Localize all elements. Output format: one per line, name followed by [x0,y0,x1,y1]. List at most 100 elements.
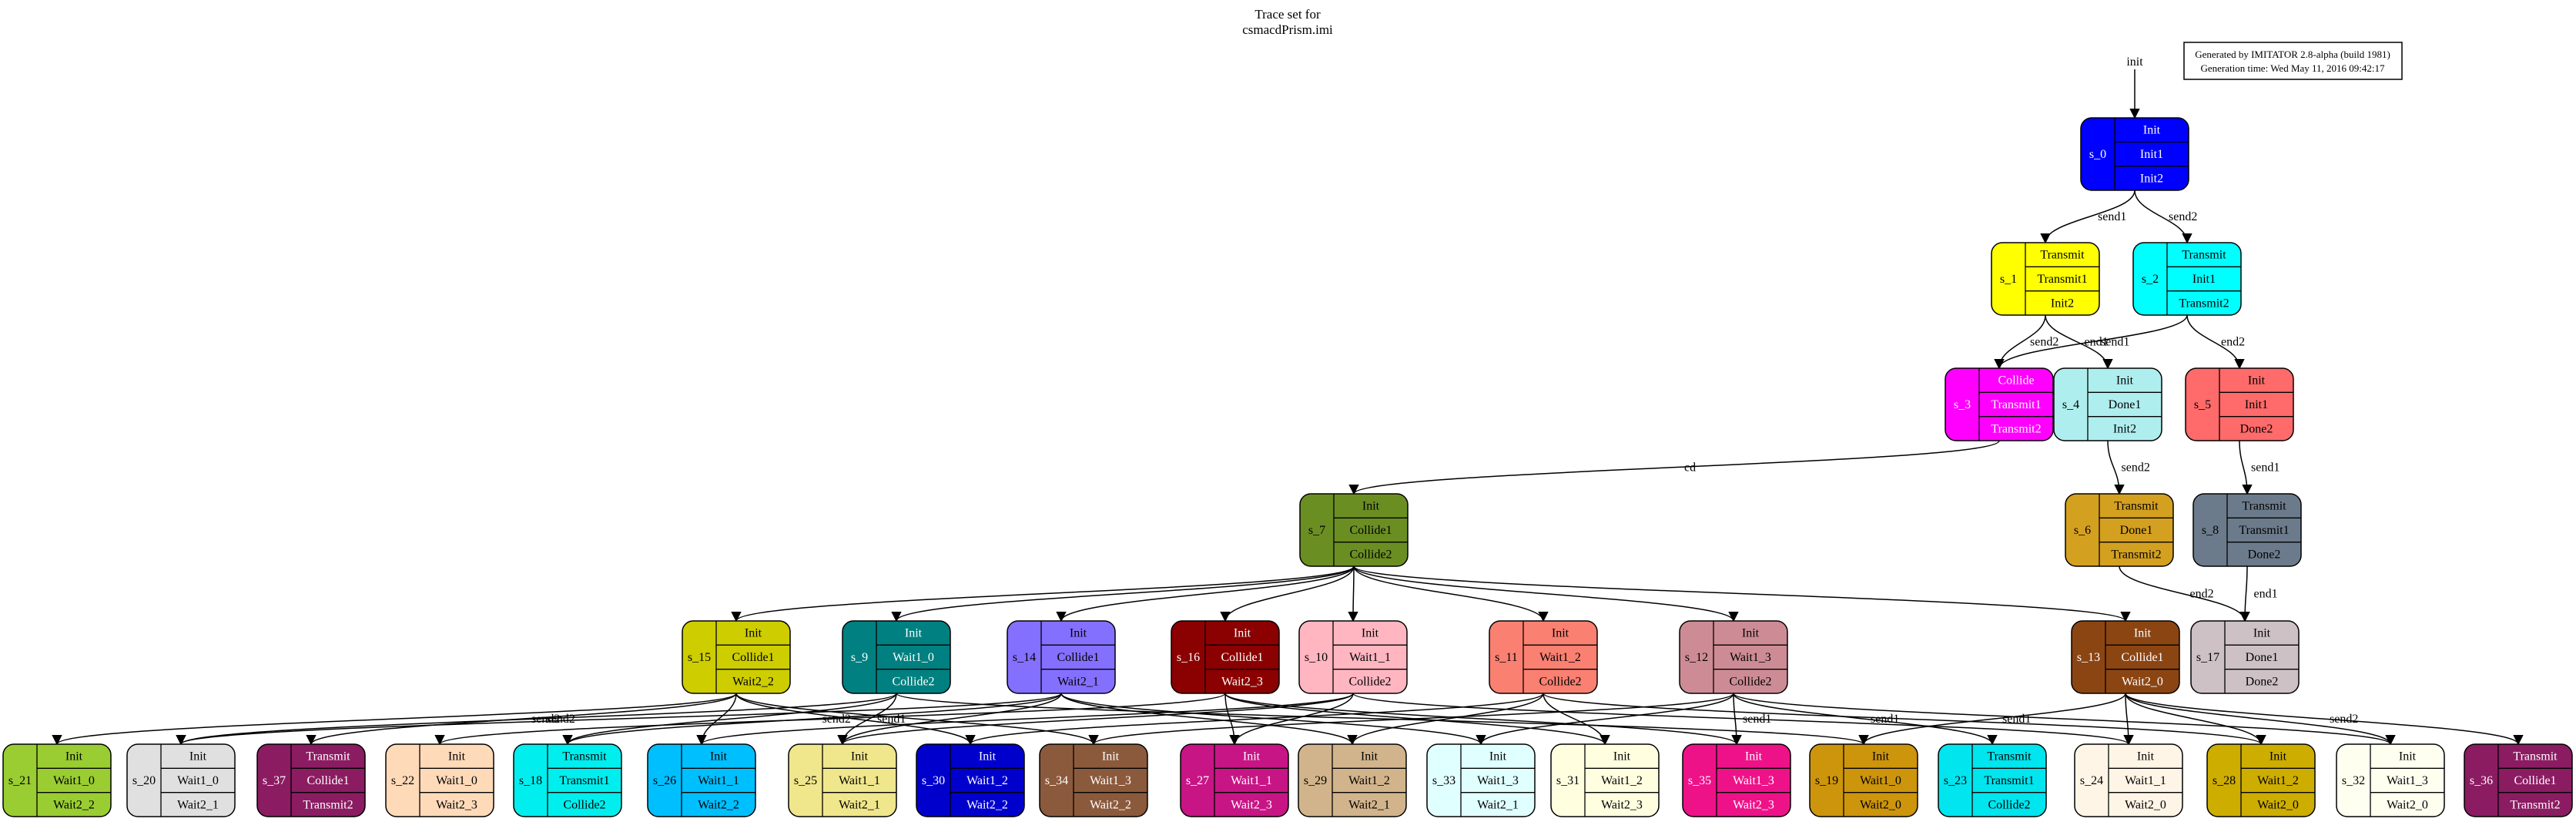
transition-s-12-to-s-34 [1088,693,1734,746]
state-location-2: Done1 [2109,398,2142,411]
state-id: s_13 [2077,651,2100,664]
state-location-2: Init1 [2140,148,2163,161]
state-id: s_25 [794,774,817,787]
transition-s-8-to-s-17 [2239,565,2250,622]
transition-s-15-to-s-34 [735,693,1099,746]
transition-s-7-to-s-16 [1220,565,1355,622]
state-id: s_21 [8,774,32,787]
transition-s-13-to-s-36 [2125,693,2524,746]
state-location-2: Wait1_2 [966,774,1008,787]
state-location-1: Init [1552,627,1569,640]
state-location-1: Transmit [2040,249,2085,262]
transition-s-2-to-s-3 [1994,314,2188,370]
transition-label: cd [1684,461,1696,475]
state-location-3: Wait2_0 [2257,798,2299,811]
transition-label: send1 [1743,713,1771,726]
transition-s-15-to-s-37 [306,693,737,746]
generation-time-text: Generation time: Wed May 11, 2016 09:42:… [2200,62,2385,74]
state-location-2: Transmit1 [1984,774,2034,787]
state-location-2: Collide1 [1349,524,1392,537]
transition-s-1-to-s-4 [2045,314,2113,370]
state-id: s_9 [851,651,868,664]
state-location-1: Init [189,750,207,763]
state-location-2: Wait1_1 [839,774,880,787]
transition-s-14-to-s-18 [562,693,1062,746]
transition-label: end2 [2221,336,2245,349]
state-location-3: Collide2 [563,798,605,811]
state-location-1: Init [1362,627,1379,640]
state-id: s_10 [1305,651,1328,664]
state-location-1: Init [65,750,83,763]
state-location-2: Collide1 [2121,651,2163,664]
transition-s-7-to-s-10 [1348,565,1358,622]
state-id: s_34 [1045,774,1068,787]
state-location-1: Init [905,627,923,640]
state-id: s_37 [263,774,286,787]
state-location-2: Wait1_3 [1090,774,1131,787]
transition-s-4-to-s-6 [2107,440,2125,495]
state-id: s_29 [1304,774,1327,787]
state-location-1: Init [2399,750,2417,763]
state-location-3: Collide2 [892,675,934,688]
transition-s-12-to-s-35 [1731,693,1742,746]
transition-s-11-to-s-29 [1347,693,1544,746]
state-location-2: Done1 [2246,651,2279,664]
state-location-1: Transmit [2182,249,2226,262]
transition-s-9-to-s-20 [176,693,897,746]
state-location-1: Init [1234,627,1251,640]
state-location-3: Collide2 [1539,675,1581,688]
state-id: s_16 [1177,651,1200,664]
state-location-3: Wait2_2 [698,798,739,811]
transition-s-13-to-s-32 [2125,693,2396,746]
generation-info-box: Generated by IMITATOR 2.8-alpha (build 1… [2183,42,2403,80]
state-location-3: Transmit2 [1991,422,2041,435]
state-location-2: Wait1_0 [177,774,219,787]
transition-s-0-to-s-2 [2134,190,2192,244]
state-id: s_36 [2470,774,2493,787]
state-location-1: Init [745,627,762,640]
state-location-3: Wait2_0 [2122,675,2163,688]
state-location-2: Collide1 [2514,774,2556,787]
state-id: s_14 [1013,651,1036,664]
state-location-2: Wait1_3 [1477,774,1519,787]
state-location-1: Init [851,750,869,763]
